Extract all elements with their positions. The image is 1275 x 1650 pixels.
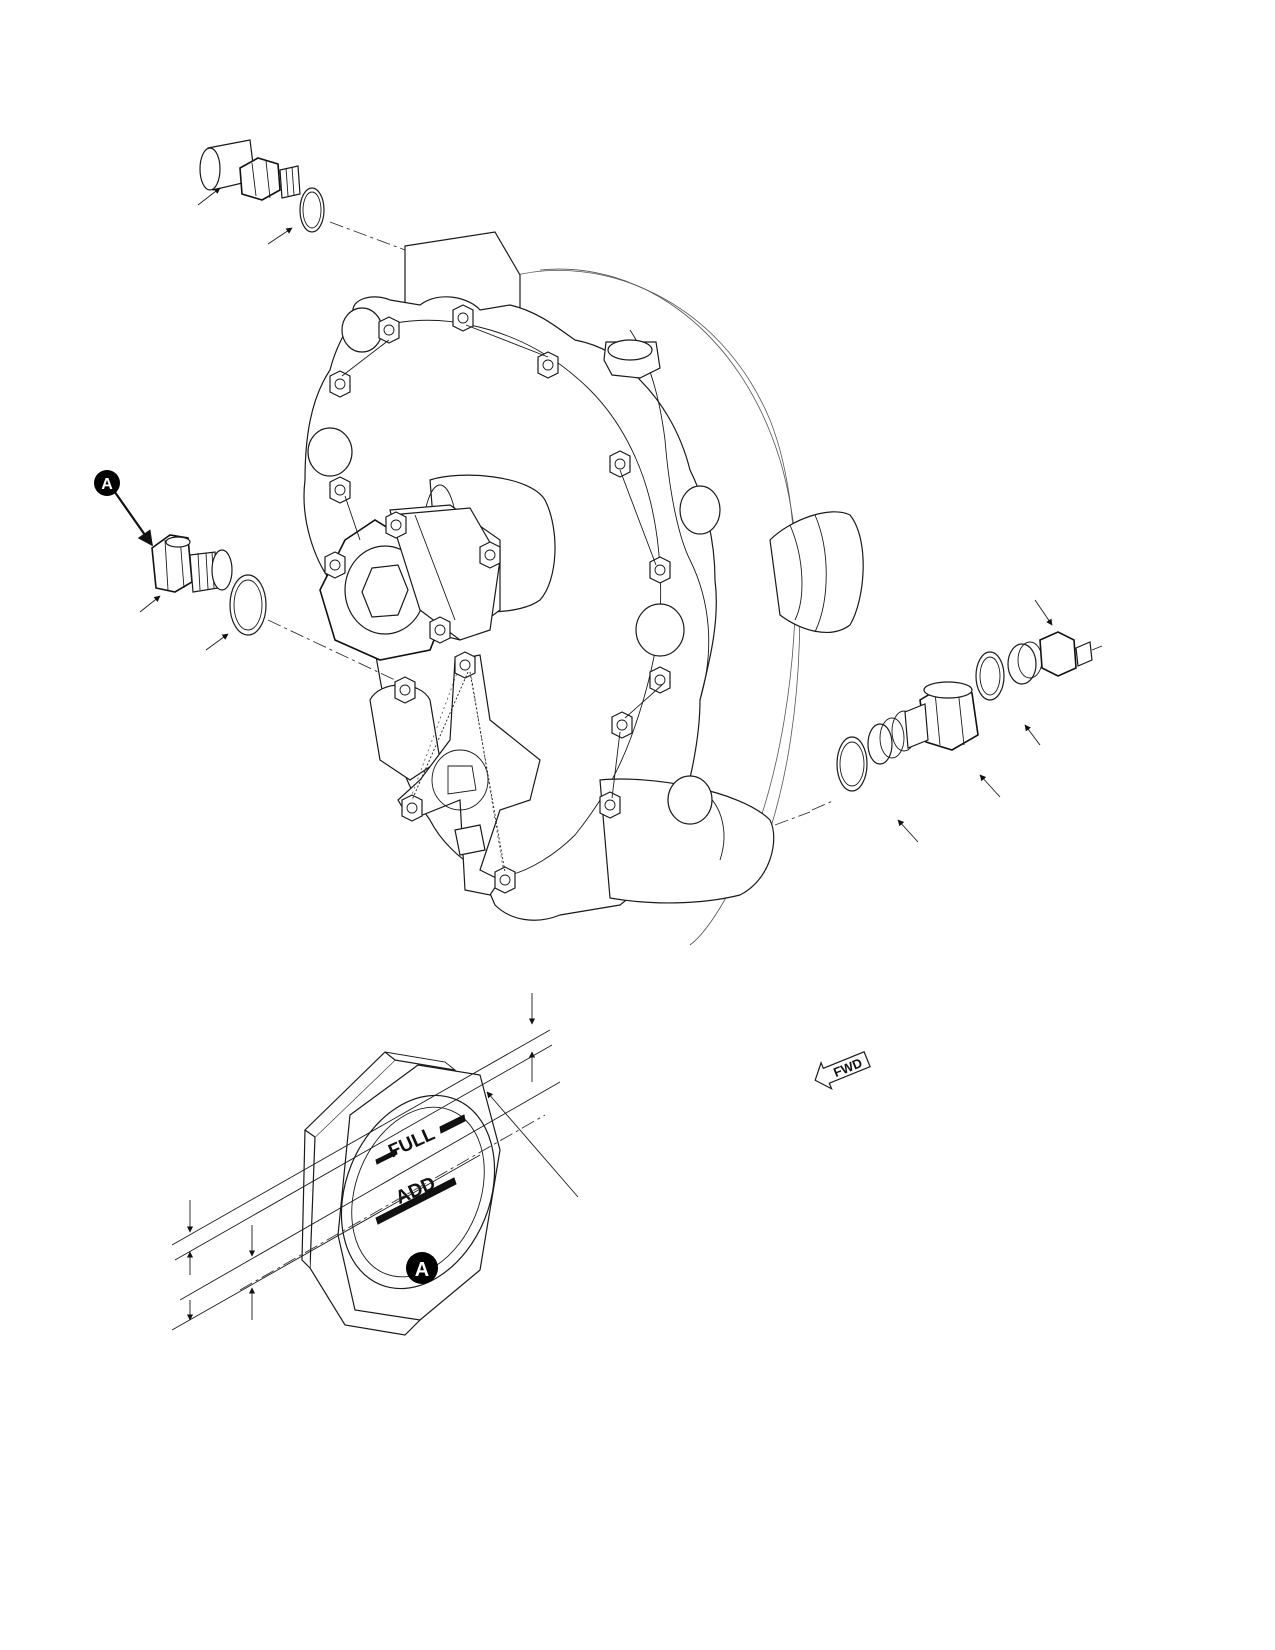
housing-bolts bbox=[324, 304, 671, 894]
detail-a-sight-gauge: FULL ADD A bbox=[171, 993, 579, 1336]
callout-a-top: A bbox=[94, 470, 153, 547]
top-breather-assembly bbox=[197, 139, 406, 251]
left-sight-gauge-assembly bbox=[139, 534, 396, 681]
safety-wires bbox=[341, 324, 663, 873]
callout-a-top-label: A bbox=[101, 476, 113, 493]
callout-a-detail-label: A bbox=[415, 1259, 429, 1281]
right-plug-assembly bbox=[774, 599, 1103, 843]
fwd-label: FWD bbox=[831, 1055, 864, 1080]
fwd-direction-arrow: FWD bbox=[814, 1051, 871, 1091]
